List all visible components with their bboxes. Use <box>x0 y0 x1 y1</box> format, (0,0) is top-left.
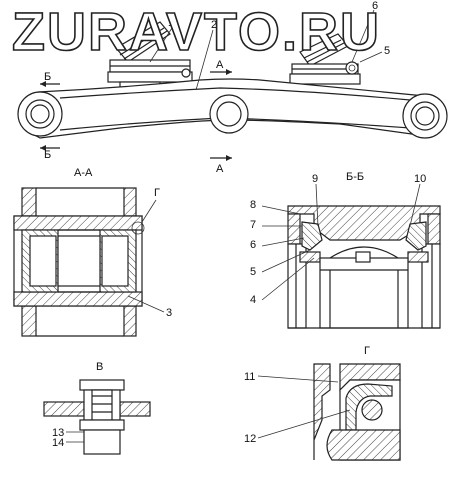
detail-g-title: Г <box>364 345 370 357</box>
part-label-3: 3 <box>166 307 172 319</box>
watermark: ZURAVTO.RU <box>12 2 381 62</box>
part-label-5: 5 <box>384 45 390 57</box>
part-label-6b: 6 <box>250 239 256 251</box>
part-label-11: 11 <box>244 371 255 383</box>
detail-v: В 13 14 <box>43 361 151 455</box>
section-arrow-icon <box>40 145 60 151</box>
section-mark-a-bottom: А <box>216 163 224 175</box>
section-bb: Б-Б 9 10 8 7 6 5 4 <box>250 171 441 329</box>
part-label-5b: 5 <box>250 266 256 278</box>
section-arrow-icon <box>210 155 232 161</box>
main-view: А А Б Б 1 2 5 6 <box>17 0 448 175</box>
section-arrow-icon <box>40 81 60 87</box>
part-label-2: 2 <box>211 19 217 31</box>
section-mark-b-bottom: Б <box>44 149 51 161</box>
detail-v-title: В <box>96 361 103 373</box>
leaf-spring-icon <box>289 33 361 85</box>
part-label-8: 8 <box>250 199 256 211</box>
section-aa: А-А Г 3 <box>13 167 172 337</box>
part-label-7: 7 <box>250 219 256 231</box>
part-label-6: 6 <box>372 0 378 12</box>
bushing-icon <box>402 93 448 139</box>
section-bb-title: Б-Б <box>346 171 364 183</box>
part-label-1: 1 <box>168 17 174 29</box>
part-label-14: 14 <box>52 437 64 449</box>
bushing-icon <box>17 91 63 137</box>
part-label-4: 4 <box>250 294 256 306</box>
bushing-icon <box>209 94 249 134</box>
section-aa-title: А-А <box>74 167 93 179</box>
detail-g: Г 11 12 <box>244 345 401 461</box>
section-mark-b-top: Б <box>44 71 51 83</box>
section-mark-a-top: А <box>216 59 224 71</box>
part-label-13: 13 <box>52 427 64 439</box>
part-label-12: 12 <box>244 433 256 445</box>
detail-mark-g: Г <box>154 187 160 199</box>
part-label-10: 10 <box>414 173 426 185</box>
section-arrow-icon <box>210 69 232 75</box>
part-label-9: 9 <box>312 173 318 185</box>
